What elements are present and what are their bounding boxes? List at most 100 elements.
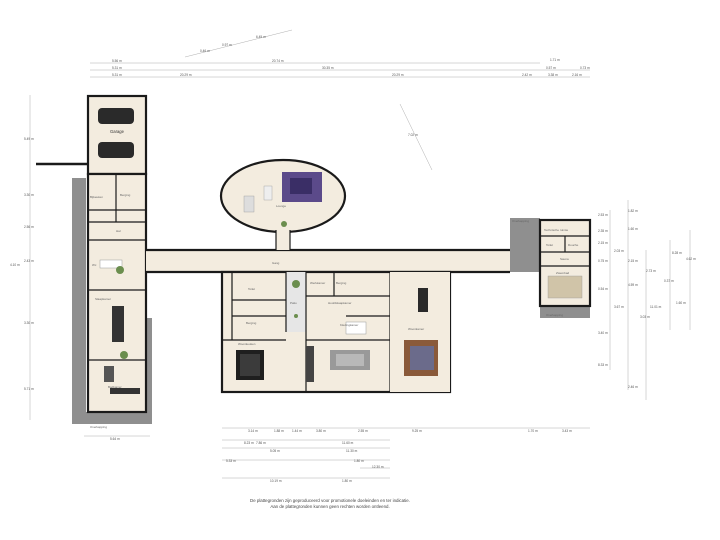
dim-diagonal: 7.02 m	[408, 133, 418, 137]
top-dimensions: 0.46 m 0.97 m 6.45 m 5.56 m 20.74 m 1.71…	[90, 29, 590, 78]
table-left	[112, 306, 124, 342]
dim-top-0: 0.46 m	[200, 49, 210, 53]
dim-top-12: 3.38 m	[548, 73, 558, 77]
dim-top-8: 5.31 m	[112, 66, 122, 70]
label-badkamer: Badkamer	[108, 385, 122, 389]
label-slaapkamer: Slaapkamer	[95, 297, 111, 301]
corridor-floor	[146, 250, 510, 272]
label-garage: Garage	[110, 129, 125, 134]
label-gang: Gang	[272, 261, 280, 265]
label-douche: Douche	[568, 243, 579, 247]
label-kledingkamer: Kledingkamer	[340, 323, 358, 327]
dim-right-12: 4.59 m	[628, 283, 638, 287]
dim-right-11: 0.54 m	[598, 287, 608, 291]
dim-bottom-12: 5.05 m	[270, 449, 280, 453]
dim-bottom-15b: 1.80 m	[342, 479, 352, 483]
dim-bottom-8: 3.43 m	[562, 429, 572, 433]
dim-top-7: 0.73 m	[580, 66, 590, 70]
label-zwembad: Zwembad	[556, 271, 570, 275]
label-berging-mid: Berging	[246, 321, 257, 325]
label-woonkamer: Woonkamer	[408, 327, 424, 331]
label-woonkeuken: Woonkeuken	[238, 342, 256, 346]
dim-bottom-17: 10.19 m	[270, 479, 282, 483]
dim-top-2: 6.45 m	[256, 35, 266, 39]
label-berging-left: Berging	[120, 193, 131, 197]
dim-bottom-2: 1.44 m	[292, 429, 302, 433]
dim-top-6: 0.57 m	[546, 66, 556, 70]
right-wing	[510, 218, 592, 318]
dim-bottom-4: 5.64 m	[110, 437, 120, 441]
dim-bottom-3: 3.80 m	[316, 429, 326, 433]
dim-bottom-13: 11.30 m	[346, 449, 358, 453]
terrace-strip-bottom	[72, 412, 152, 424]
dim-right-17: 3.03 m	[640, 315, 650, 319]
label-lounge: Lounge	[276, 204, 286, 208]
dim-right-4: 2.15 m	[598, 241, 608, 245]
dim-bottom-11: 11.60 m	[342, 441, 354, 445]
label-sauna: Sauna	[560, 257, 569, 261]
dim-right-18: 3.40 m	[598, 331, 608, 335]
left-wing	[36, 94, 152, 424]
left-block-floor	[88, 174, 146, 412]
dim-right-8: 0.75 m	[598, 259, 608, 263]
label-toilet-right: Toilet	[546, 243, 553, 247]
dim-right-13: 0.37 m	[664, 279, 674, 283]
dim-top-5: 1.71 m	[550, 58, 560, 62]
dim-bottom-0: 3.14 m	[248, 429, 258, 433]
disclaimer-line-1: De plattegronden zijn geproduceerd voor …	[250, 498, 410, 503]
dim-bottom-9: 8.23 m	[244, 441, 254, 445]
disclaimer: De plattegronden zijn geproduceerd voor …	[180, 498, 480, 509]
label-berging-right: Berging	[336, 281, 347, 285]
car-1	[98, 108, 134, 124]
label-wc-left: Wc	[92, 263, 97, 267]
dim-bottom-15: 1.80 m	[354, 459, 364, 463]
dim-bottom-16: 12.30 m	[372, 465, 384, 469]
dim-right-7: 4.62 m	[686, 257, 696, 261]
dining-table-right	[418, 288, 428, 312]
dim-right-9: 2.15 m	[628, 259, 638, 263]
overkapping-right-floor	[510, 218, 540, 272]
dim-top-1: 0.97 m	[222, 43, 232, 47]
dim-left-2: 2.56 m	[24, 225, 34, 229]
dim-top-9: 30.35 m	[322, 66, 334, 70]
bottom-dimensions: 5.64 m 3.14 m 1.88 m 1.44 m 3.80 m 2.55 …	[84, 427, 590, 483]
car-2	[98, 142, 134, 158]
dim-left-3: 2.43 m	[24, 259, 34, 263]
dim-left-0: 5.49 m	[24, 137, 34, 141]
dim-bottom-7: 1.70 m	[528, 429, 538, 433]
label-werkkamer: Werkkamer	[310, 281, 325, 285]
dim-right-6: 8.28 m	[672, 251, 682, 255]
dim-right-10: 2.73 m	[646, 269, 656, 273]
left-dimensions: 5.49 m 3.30 m 2.56 m 2.43 m 4.10 m 3.30 …	[10, 95, 34, 420]
garage-floor	[88, 96, 146, 174]
dim-top-11: 2.42 m	[522, 73, 532, 77]
dim-top-13: 2.16 m	[572, 73, 582, 77]
label-hal: Hal	[116, 229, 121, 233]
dim-right-20: 2.46 m	[628, 385, 638, 389]
dim-right-1: 1.82 m	[628, 209, 638, 213]
dim-right-2: 2.35 m	[598, 229, 608, 233]
dim-bottom-6: 9.25 m	[412, 429, 422, 433]
dim-bottom-14: 5.33 m	[226, 459, 236, 463]
dim-left-6: 5.71 m	[24, 387, 34, 391]
dim-right-19: 8.33 m	[598, 363, 608, 367]
label-overkapping-bottom: Overkapping	[90, 425, 107, 429]
right-dimensions: 2.53 m 1.82 m 2.35 m 1.60 m 2.15 m 2.03 …	[598, 200, 696, 400]
dim-top-10: 20.29 m	[180, 73, 192, 77]
label-toilet-mid: Toilet	[248, 287, 255, 291]
dim-left-1: 3.30 m	[24, 193, 34, 197]
label-technische-ruimte: Technische ruimte	[544, 228, 569, 232]
disclaimer-line-2: Aan de plattegronden kunnen geen rechten…	[270, 503, 390, 509]
corridor	[146, 248, 510, 274]
oval-lounge	[219, 158, 347, 250]
dim-left-5: 3.30 m	[24, 321, 34, 325]
label-overkapping-right: Overkapping	[512, 219, 529, 223]
label-overkapping-top: Overkapping	[546, 313, 563, 317]
dim-top-4: 20.74 m	[272, 59, 284, 63]
dim-bottom-1: 1.88 m	[274, 429, 284, 433]
dim-right-16: 11.01 m	[650, 305, 662, 309]
dim-bottom-10: 7.86 m	[256, 441, 266, 445]
dim-top-10b: 20.29 m	[392, 73, 404, 77]
dim-right-3: 1.60 m	[628, 227, 638, 231]
